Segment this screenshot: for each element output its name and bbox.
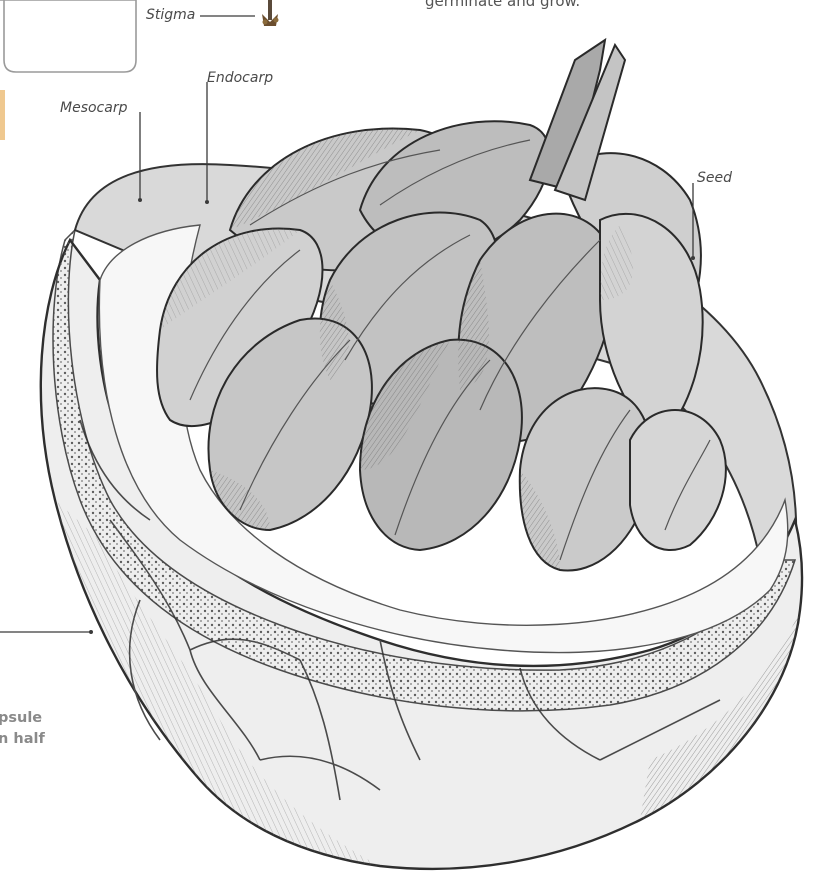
label-mesocarp: Mesocarp <box>60 100 127 116</box>
label-seed: Seed <box>697 170 732 186</box>
top-text-fragment: germinate and grow. <box>425 0 580 10</box>
color-smudge <box>0 90 5 140</box>
caption-line-1: psule <box>0 708 42 729</box>
label-stigma: Stigma <box>146 7 195 23</box>
label-endocarp: Endocarp <box>207 70 273 86</box>
stigma-sketch <box>262 0 279 26</box>
inset-frame <box>0 0 136 72</box>
seed <box>630 410 726 550</box>
caption-line-2: n half <box>0 729 45 750</box>
